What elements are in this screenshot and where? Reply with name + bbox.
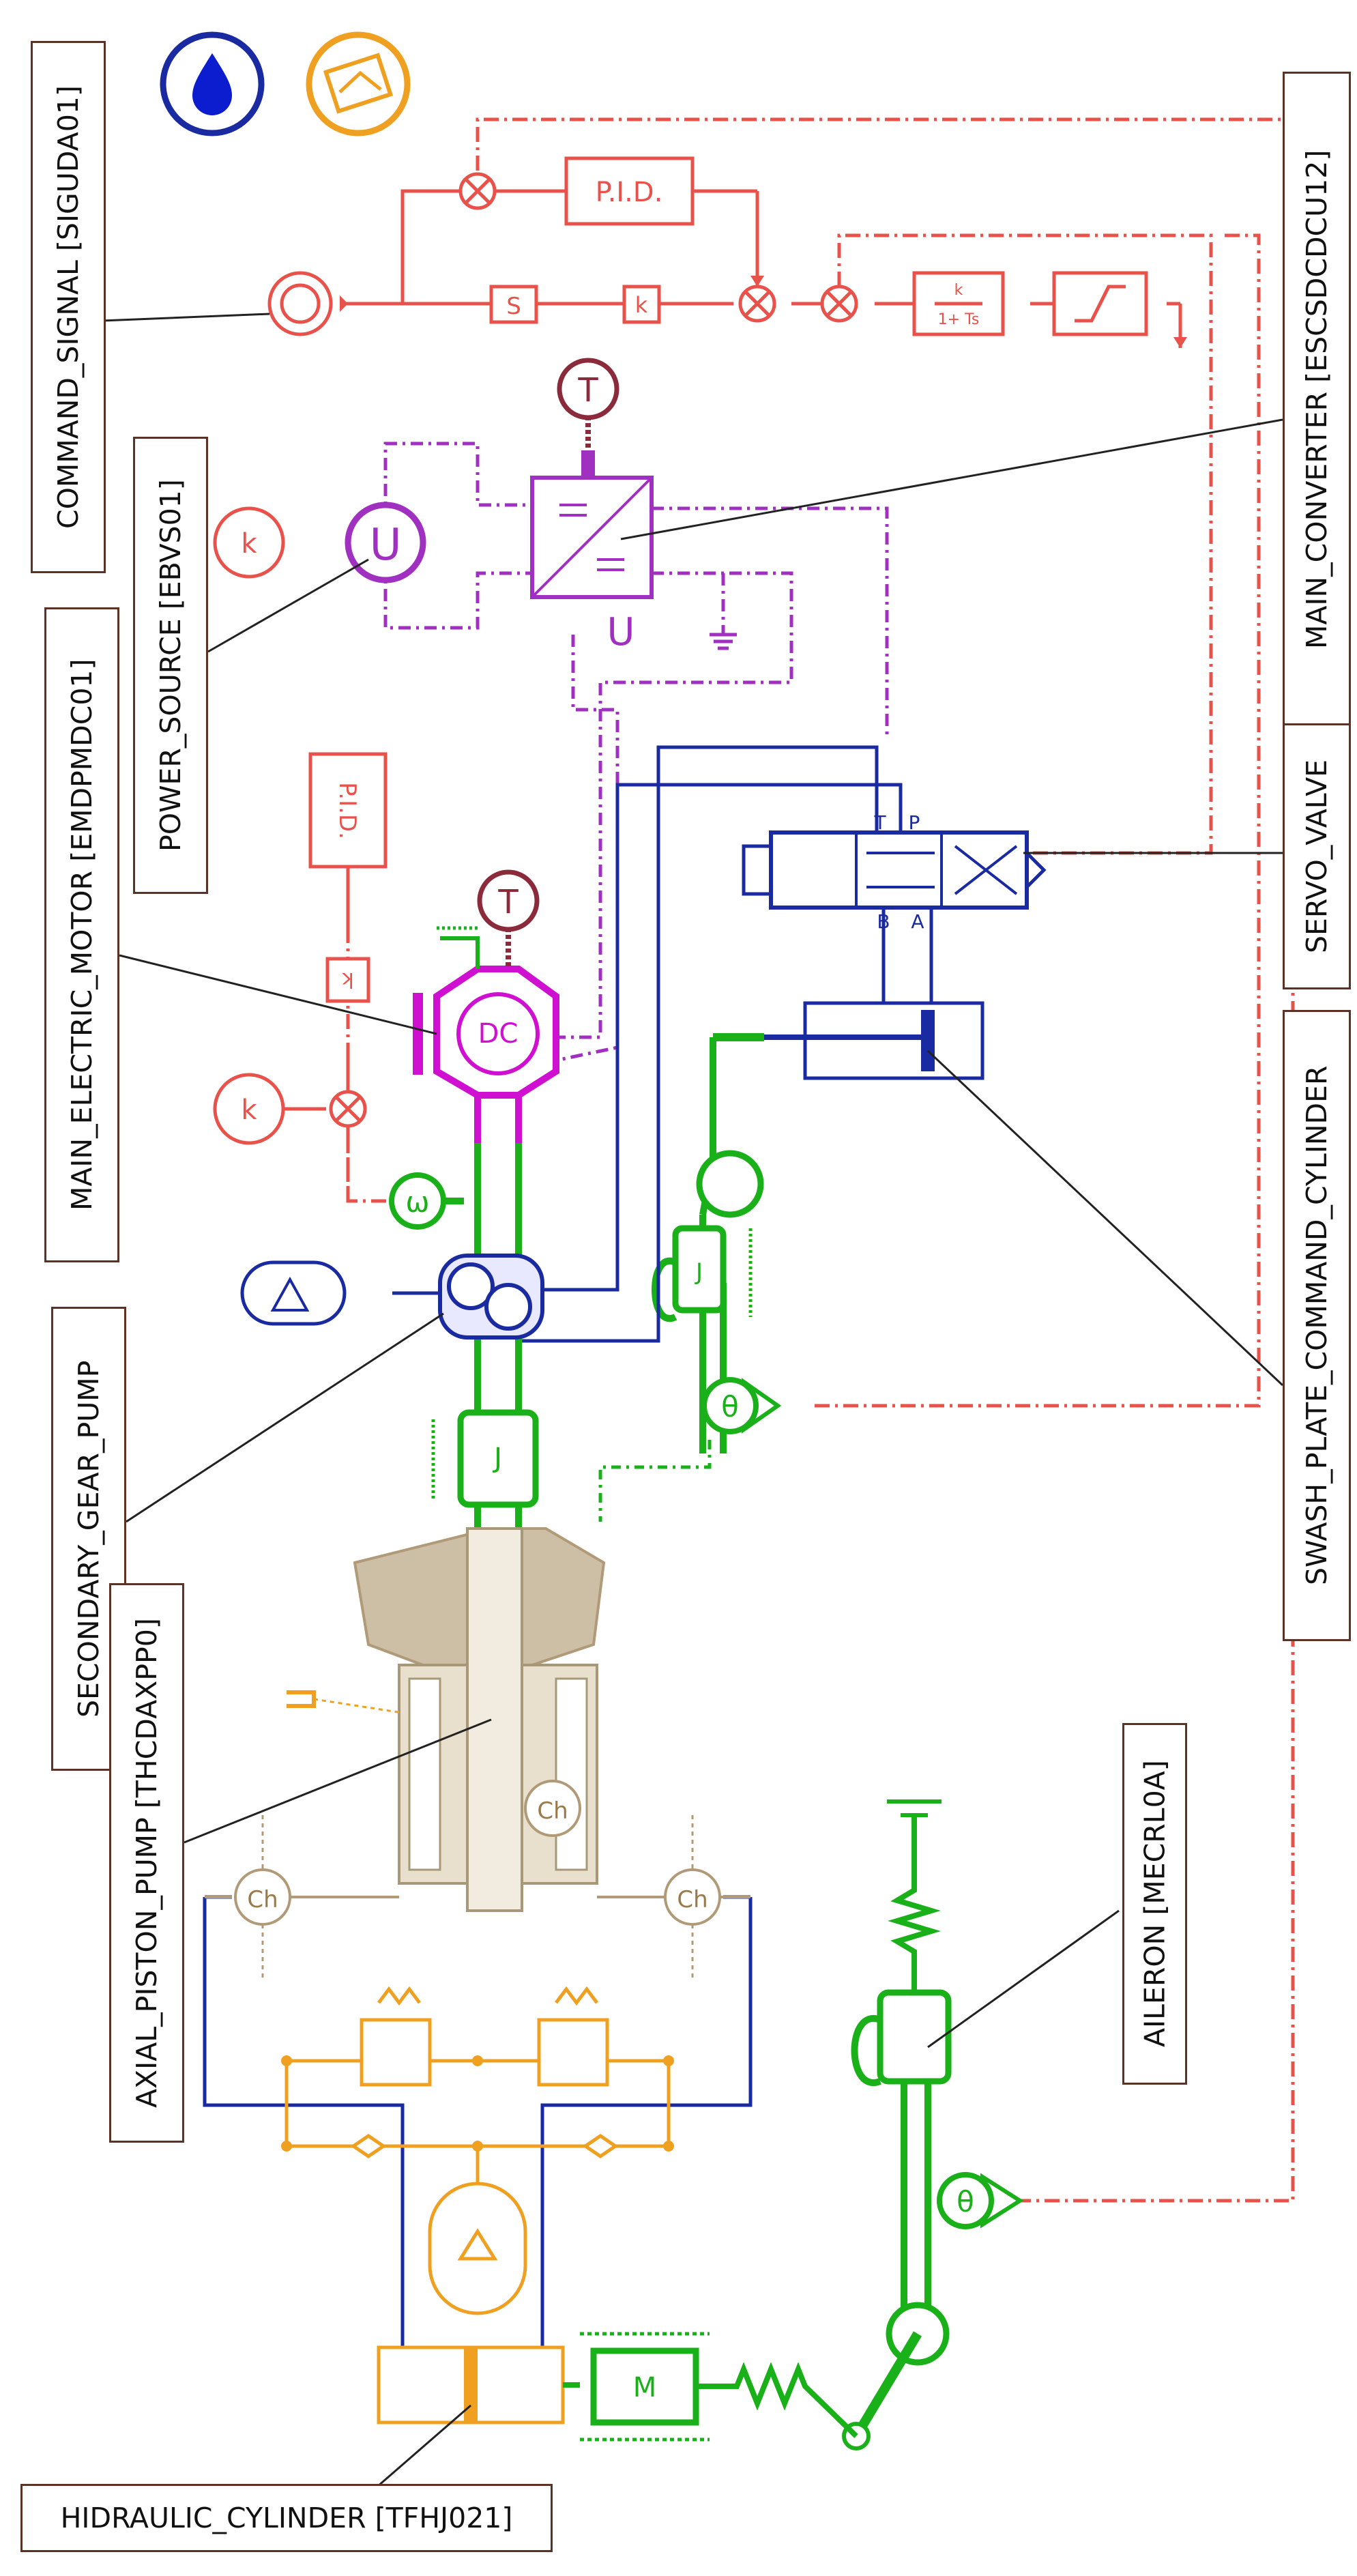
label-main-electric-motor: MAIN_ELECTRIC_MOTOR [EMDPMDC01] bbox=[44, 607, 119, 1262]
chamber-right-text: Ch bbox=[677, 1886, 707, 1913]
label-hidraulic-cylinder: HIDRAULIC_CYLINDER [TFHJ021] bbox=[20, 2484, 553, 2552]
chamber-right: Ch bbox=[597, 1815, 750, 1979]
axial-piston-pump-body: Ch bbox=[287, 1527, 606, 1912]
secondary-gear-pump-text: SECONDARY_GEAR_PUMP bbox=[72, 1360, 105, 1718]
command-signal-text: COMMAND_SIGNAL [SIGUDA01] bbox=[52, 85, 85, 529]
power-source-symbol: U bbox=[345, 502, 426, 583]
motor-temperature-text: T bbox=[497, 883, 519, 921]
motor-temperature-sensor: T bbox=[477, 869, 540, 969]
loop-gain-text: k bbox=[342, 968, 354, 992]
signal-text: P.I.D. S k k 1+ Ts k k k P.I.D. bbox=[241, 177, 979, 1126]
label-swash-plate-command-cylinder: SWASH_PLATE_COMMAND_CYLINDER bbox=[1283, 1010, 1351, 1641]
main-electric-motor-text: MAIN_ELECTRIC_MOTOR [EMDPMDC01] bbox=[65, 659, 98, 1211]
chamber-left-text: Ch bbox=[247, 1886, 278, 1913]
axial-piston-pump-text: AXIAL_PISTON_PUMP [THCDAXPP0] bbox=[130, 1618, 163, 2108]
mass-text: M bbox=[633, 2372, 657, 2403]
valve-port-t: T bbox=[873, 811, 886, 834]
integrator-text: S bbox=[506, 293, 521, 320]
swash-command-cylinder bbox=[764, 935, 984, 1080]
gain-text: k bbox=[635, 292, 648, 318]
aileron-mechanism bbox=[842, 1799, 952, 2450]
mass-block: M bbox=[580, 2332, 858, 2442]
theta-sensor-upper: θ bbox=[701, 1377, 782, 1434]
pid-upper-text: P.I.D. bbox=[596, 177, 663, 208]
omega-sensor: ω bbox=[389, 1172, 446, 1230]
label-main-converter: MAIN_CONVERTER [ESCSDCDCU12] bbox=[1283, 72, 1351, 727]
lag-denominator-text: 1+ Ts bbox=[938, 311, 980, 328]
chamber-left: Ch bbox=[205, 1815, 399, 1979]
converter-voltage-text: U bbox=[607, 610, 635, 654]
theta-lower-text: θ bbox=[957, 2185, 974, 2218]
thermal-library-icon bbox=[306, 31, 411, 136]
pid-lower-text: P.I.D. bbox=[334, 782, 361, 839]
motor-gain-text: k bbox=[241, 1095, 257, 1126]
hidraulic-cylinder-text: HIDRAULIC_CYLINDER [TFHJ021] bbox=[60, 2502, 513, 2534]
dc-motor-symbol: DC bbox=[413, 926, 559, 1143]
swash-lever: J bbox=[652, 1150, 764, 1322]
inertia-upper-text: J bbox=[492, 1443, 502, 1474]
pump-chamber-text: Ch bbox=[537, 1797, 568, 1825]
valve-port-p: P bbox=[909, 811, 920, 834]
swash-inertia-text: J bbox=[695, 1258, 703, 1286]
label-axial-piston-pump: AXIAL_PISTON_PUMP [THCDAXPP0] bbox=[109, 1583, 184, 2143]
omega-text: ω bbox=[405, 1185, 429, 1219]
signal-arrows bbox=[340, 276, 1187, 348]
servo-valve-text: SERVO_VALVE bbox=[1300, 759, 1333, 954]
label-command-signal: COMMAND_SIGNAL [SIGUDA01] bbox=[31, 41, 106, 573]
theta-upper-text: θ bbox=[721, 1390, 739, 1423]
gear-pump-symbol bbox=[438, 1254, 544, 1340]
power-voltage-text: U bbox=[370, 520, 402, 570]
hydraulic-cylinder-symbol bbox=[377, 2345, 580, 2425]
aileron-text: AILERON [MECRL0A] bbox=[1138, 1760, 1171, 2048]
inertia-upper: J bbox=[431, 1409, 539, 1508]
main-converter-text: MAIN_CONVERTER [ESCSDCDCU12] bbox=[1300, 149, 1333, 649]
swash-plate-command-cylinder-text: SWASH_PLATE_COMMAND_CYLINDER bbox=[1300, 1065, 1333, 1586]
relief-junctions bbox=[281, 2055, 674, 2152]
power-source-text: POWER_SOURCE [EBVS01] bbox=[154, 479, 187, 852]
label-power-source: POWER_SOURCE [EBVS01] bbox=[133, 437, 208, 894]
converter-symbol: U bbox=[530, 450, 654, 654]
dc-motor-text: DC bbox=[478, 1018, 519, 1050]
label-aileron: AILERON [MECRL0A] bbox=[1122, 1723, 1187, 2085]
leader-lines bbox=[102, 313, 1284, 2519]
valve-port-b: B bbox=[877, 910, 890, 933]
converter-temperature-text: T bbox=[577, 371, 598, 409]
valve-port-a: A bbox=[911, 910, 924, 933]
lag-numerator-text: k bbox=[954, 282, 963, 299]
label-servo-valve: SERVO_VALVE bbox=[1283, 723, 1351, 989]
power-gain-text: k bbox=[241, 528, 257, 560]
theta-sensor-lower: θ bbox=[937, 2172, 1024, 2229]
water-drop-icon bbox=[160, 31, 265, 136]
converter-temperature-sensor: T bbox=[557, 358, 619, 450]
servo-valve-symbol: P T A B bbox=[742, 811, 1047, 933]
signal-blocks bbox=[213, 156, 1148, 1145]
accumulator-upper bbox=[240, 1260, 347, 1326]
electrical-network bbox=[383, 442, 889, 1063]
